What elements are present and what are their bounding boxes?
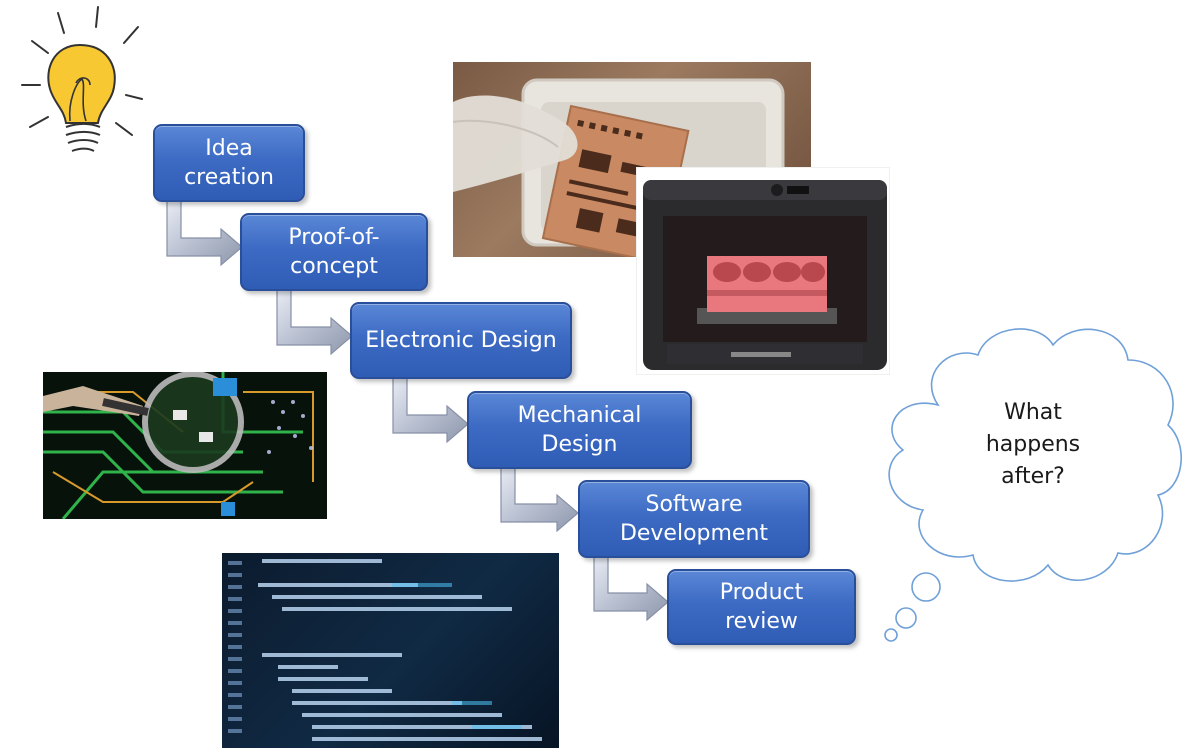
connector-arrow-3 [392, 377, 469, 444]
pcb-layout-photo [43, 372, 327, 519]
connector-arrow-1 [166, 200, 243, 267]
step-label: Proof-of- concept [288, 225, 380, 279]
step-label: Idea creation [184, 136, 274, 190]
step-label: Mechanical Design [517, 403, 642, 457]
step-label: Product review [719, 580, 804, 634]
connector-arrow-4 [500, 466, 579, 533]
cloud-question: What happens after? [985, 400, 1081, 489]
step-idea-creation: Idea creation [153, 124, 305, 202]
source-code-photo [222, 553, 559, 748]
connector-arrow-5 [593, 555, 669, 622]
step-label: Electronic Design [365, 328, 557, 353]
step-software-development: Software Development [578, 480, 810, 558]
connector-arrow-2 [276, 289, 353, 356]
step-product-review: Product review [667, 569, 856, 645]
step-proof-of-concept: Proof-of- concept [240, 213, 428, 291]
3d-printer-photo [637, 168, 889, 374]
thought-cloud [884, 328, 1182, 642]
step-electronic-design: Electronic Design [350, 302, 572, 379]
lightbulb-icon [21, 6, 143, 152]
step-label: Software Development [619, 492, 769, 546]
step-mechanical-design: Mechanical Design [467, 391, 692, 469]
